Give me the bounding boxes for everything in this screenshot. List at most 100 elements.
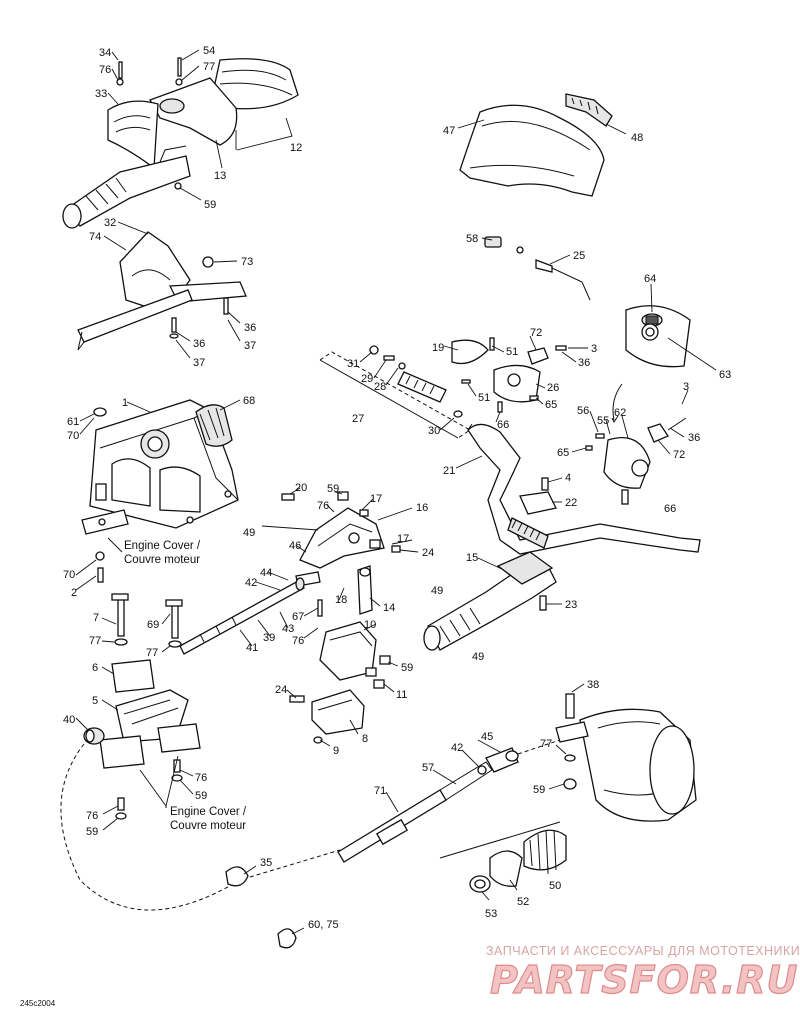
callout-label-65a: 65 [545, 399, 557, 411]
callout-label-39: 39 [263, 632, 275, 644]
callout-label-59b: 59 [327, 483, 339, 495]
steering-column-top-assembly [62, 49, 299, 229]
callout-label-53: 53 [485, 908, 497, 920]
callout-label-46: 46 [289, 540, 301, 552]
throttle-housing-62 [571, 383, 689, 505]
callout-label-36c: 36 [578, 357, 590, 369]
callout-label-76e: 76 [86, 810, 98, 822]
callout-label-1: 1 [122, 397, 128, 409]
callout-label-67: 67 [292, 611, 304, 623]
callout-label-15: 15 [466, 552, 478, 564]
engine-cover-note-2-line2: Couvre moteur [170, 820, 246, 832]
engine-cover-note-1-line2: Couvre moteur [124, 554, 200, 566]
callout-label-17: 17 [370, 493, 382, 505]
bracket-assembly-32 [77, 221, 247, 359]
callout-label-49c: 49 [472, 651, 484, 663]
callout-label-6: 6 [92, 662, 98, 674]
drawing-code: 245c2004 [20, 999, 56, 1008]
callout-label-22: 22 [565, 497, 577, 509]
callout-label-37a: 37 [244, 340, 256, 352]
callout-label-40: 40 [63, 714, 75, 726]
callout-label-42a: 42 [245, 577, 257, 589]
callout-label-24a: 24 [422, 547, 434, 559]
callout-label-10: 10 [364, 619, 376, 631]
callout-label-48: 48 [631, 132, 643, 144]
handlebar-clamp-22 [519, 477, 563, 515]
callout-label-5: 5 [92, 695, 98, 707]
callout-label-3b: 3 [683, 381, 689, 393]
callout-label-27: 27 [352, 413, 364, 425]
steering-column-15 [423, 551, 562, 651]
bracket-10 [286, 621, 399, 747]
callout-label-43: 43 [282, 623, 294, 635]
callout-label-31: 31 [347, 358, 359, 370]
callout-label-49b: 49 [431, 585, 443, 597]
callout-label-23: 23 [565, 599, 577, 611]
callout-label-52: 52 [517, 896, 529, 908]
callout-label-76b: 76 [317, 500, 329, 512]
cable-clips [225, 865, 305, 949]
callout-label-70a: 70 [67, 430, 79, 442]
callout-label-29: 29 [361, 373, 373, 385]
handlebar-21 [455, 423, 701, 555]
callout-label-55: 55 [597, 415, 609, 427]
callout-label-3a: 3 [591, 343, 597, 355]
callout-label-36a: 36 [244, 322, 256, 334]
callout-label-73: 73 [241, 256, 253, 268]
callout-label-12: 12 [290, 142, 302, 154]
watermark-brand: PARTSFOR.RU [490, 958, 798, 1002]
callout-label-11: 11 [396, 689, 407, 701]
callout-label-33: 33 [95, 88, 107, 100]
callout-label-7: 7 [93, 612, 99, 624]
callout-label-76c: 76 [292, 635, 304, 647]
callout-label-76a: 76 [99, 64, 111, 76]
callout-label-77c: 77 [146, 647, 158, 659]
callout-label-72b: 72 [673, 449, 685, 461]
callout-label-51b: 51 [478, 392, 490, 404]
lower-mount-5 [75, 593, 201, 831]
callout-label-50: 50 [549, 880, 561, 892]
callout-label-20: 20 [295, 482, 307, 494]
callout-label-2: 2 [71, 587, 77, 599]
callout-label-30: 30 [428, 425, 440, 437]
callout-label-77d: 77 [540, 738, 552, 750]
engine-cover-reference-1 [75, 509, 129, 591]
callout-label-41: 41 [246, 642, 258, 654]
callout-label-24b: 24 [275, 684, 287, 696]
callout-label-8: 8 [362, 733, 368, 745]
steering-rod-41 [179, 571, 323, 655]
callout-label-13: 13 [214, 170, 226, 182]
callout-label-58: 58 [466, 233, 478, 245]
jet-pump-nozzle [548, 683, 697, 822]
steering-support-1 [79, 399, 241, 529]
callout-label-38: 38 [587, 679, 599, 691]
callout-label-18: 18 [335, 594, 347, 606]
engine-cover-note-1-line1: Engine Cover / [124, 540, 201, 552]
callout-label-14: 14 [383, 602, 395, 614]
callout-label-61: 61 [67, 416, 79, 428]
callout-label-60_75: 60, 75 [308, 919, 339, 931]
callout-label-57: 57 [422, 762, 434, 774]
throttle-lever-26 [319, 335, 588, 439]
callout-label-49a: 49 [243, 527, 255, 539]
callout-label-56: 56 [577, 405, 589, 417]
callout-label-17b: 17 [397, 533, 409, 545]
steering-cable-71 [60, 739, 561, 911]
callout-label-54: 54 [203, 45, 215, 57]
callout-label-64: 64 [644, 273, 656, 285]
callout-label-34: 34 [99, 47, 111, 59]
callout-label-59d: 59 [195, 790, 207, 802]
callout-label-66a: 66 [497, 419, 509, 431]
callout-label-45: 45 [481, 731, 493, 743]
callout-label-74: 74 [89, 231, 101, 243]
callout-label-59e: 59 [533, 784, 545, 796]
handlebar-pad-47 [457, 93, 627, 197]
callout-label-19: 19 [432, 342, 444, 354]
callout-label-69: 69 [147, 619, 159, 631]
callout-label-59a: 59 [204, 199, 216, 211]
callout-label-47: 47 [443, 125, 455, 137]
callout-label-76d: 76 [195, 772, 207, 784]
callout-label-36d: 36 [688, 432, 700, 444]
